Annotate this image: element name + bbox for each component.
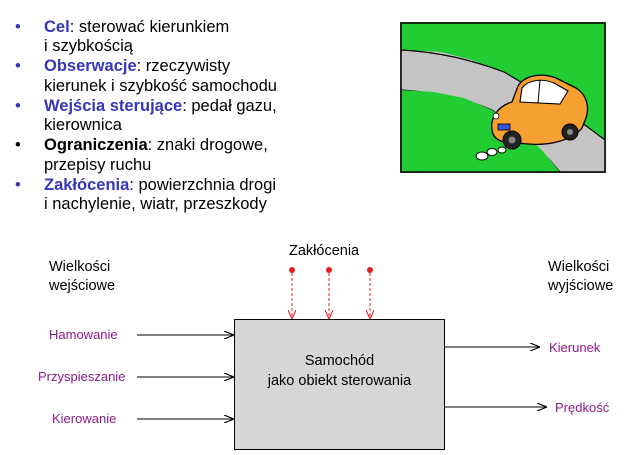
bullet-term: Zakłócenia bbox=[44, 175, 130, 194]
bullet-text-cont: i szybkością bbox=[44, 37, 133, 56]
disturbance-label: Zakłócenia bbox=[289, 243, 360, 259]
bullet-text: : pedał gazu, bbox=[182, 96, 277, 115]
output-label-direction: Kierunek bbox=[549, 340, 601, 355]
plant-subtitle: jako obiekt sterowania bbox=[267, 373, 412, 389]
output-label-speed: Prędkość bbox=[555, 400, 610, 415]
bullet-disturbances: • Zakłócenia: powierzchnia drogi i nachy… bbox=[14, 176, 344, 215]
bullet-text: : powierzchnia drogi bbox=[129, 175, 277, 194]
bullet-term: Ograniczenia bbox=[44, 136, 148, 155]
bullet-text-cont: i nachylenie, wiatr, przeszkody bbox=[44, 195, 267, 214]
bullet-dot: • bbox=[15, 57, 21, 76]
disturbance-arrows bbox=[289, 267, 373, 318]
bullet-text: : znaki drogowe, bbox=[147, 136, 268, 155]
bullet-term: Cel bbox=[44, 18, 70, 36]
input-label-acceleration: Przyspieszanie bbox=[38, 369, 126, 384]
inputs-header-line2: wejściowe bbox=[49, 278, 116, 294]
bullet-constraints: • Ograniczenia: znaki drogowe, przepisy … bbox=[14, 136, 344, 175]
exhaust-smoke-icon bbox=[475, 146, 507, 161]
plant-block: Samochód jako obiekt sterowania bbox=[234, 319, 445, 450]
bullet-text-cont: kierunek i szybkość samochodu bbox=[44, 76, 277, 95]
bullet-observations: • Obserwacje: rzeczywisty kierunek i szy… bbox=[14, 57, 344, 96]
outputs-header-line1: Wielkości bbox=[548, 259, 610, 275]
inputs-header: Wielkości wejściowe bbox=[49, 258, 115, 296]
bullet-term: Wejścia sterujące bbox=[44, 96, 183, 115]
bullet-text: : sterować kierunkiem bbox=[69, 18, 230, 36]
bullet-dot: • bbox=[15, 96, 21, 115]
car-on-road-illustration bbox=[400, 22, 606, 173]
bullet-term: Obserwacje bbox=[44, 57, 137, 76]
bullet-text-cont: kierownica bbox=[44, 116, 122, 135]
bullet-dot: • bbox=[15, 175, 21, 194]
outputs-header: Wielkości wyjściowe bbox=[548, 258, 613, 296]
inputs-header-line1: Wielkości bbox=[49, 259, 111, 275]
bullet-text-cont: przepisy ruchu bbox=[44, 155, 152, 174]
bullet-control-inputs: • Wejścia sterujące: pedał gazu, kierown… bbox=[14, 97, 344, 136]
input-label-braking: Hamowanie bbox=[49, 327, 118, 342]
car-icon bbox=[491, 74, 589, 150]
bullet-text: : rzeczywisty bbox=[136, 57, 231, 76]
outputs-header-line2: wyjściowe bbox=[548, 278, 614, 294]
plant-title: Samochód bbox=[304, 353, 375, 369]
bullet-dot: • bbox=[15, 136, 21, 155]
bullet-dot: • bbox=[15, 18, 21, 36]
objectives-list: • Cel: sterować kierunkiem i szybkością … bbox=[14, 18, 344, 215]
bullet-goal: • Cel: sterować kierunkiem i szybkością bbox=[14, 18, 344, 57]
input-label-steering: Kierowanie bbox=[52, 411, 117, 426]
